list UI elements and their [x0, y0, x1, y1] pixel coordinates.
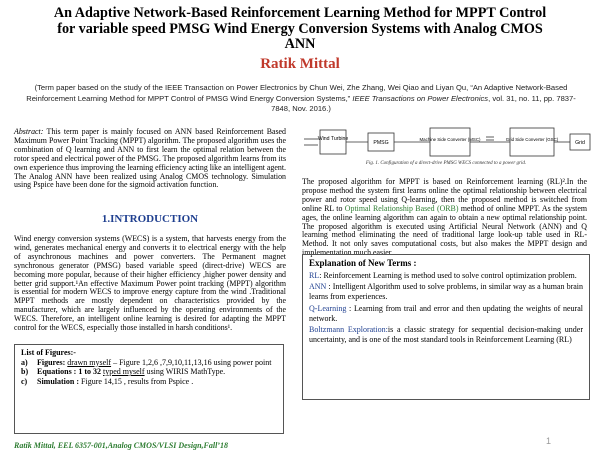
item-label: b): [21, 367, 29, 377]
label-gsc: Grid Side Converter (GSC): [506, 137, 559, 142]
figures-list-box: List of Figures:- a) Figures: drawn myse…: [14, 344, 284, 434]
reference-pre: (Term paper based on the study of the IE…: [26, 83, 568, 103]
term-entry: RL: Reinforcement Learning is method use…: [309, 271, 583, 281]
term-entry: Boltzmann Exploration:is a classic strat…: [309, 325, 583, 344]
page-number: 1: [546, 436, 552, 446]
author-name: Ratik Mittal: [260, 56, 340, 72]
label-msc: Machine Side Converter (MSC): [419, 137, 481, 142]
block-wind-turbine: [319, 129, 347, 155]
label-pmsg: PMSG: [373, 140, 388, 146]
item-bold: Figures:: [37, 357, 66, 367]
title-line: An Adaptive Network-Based Reinforcement …: [53, 5, 547, 21]
orb-term: Optimal Relationship Based (ORB): [344, 203, 459, 213]
figure-caption: Fig. 1. Configuration of a direct-drive …: [365, 161, 527, 166]
wecs-diagram: Wind Turbine PMSG Machine Side Converter…: [304, 127, 591, 157]
explanation-heading: Explanation of New Terms :: [309, 258, 417, 268]
figures-item: c) Simulation : Figure 14,15 , results f…: [21, 377, 277, 387]
item-bold: Equations : 1 to 32: [37, 367, 102, 377]
figures-item: b) Equations : 1 to 32 typed myself usin…: [21, 367, 277, 377]
block-grid: [569, 133, 591, 151]
item-rest: Figure 14,15 , results from Pspice .: [79, 376, 194, 386]
title-line: ANN: [284, 36, 316, 52]
item-label: c): [21, 376, 28, 386]
reference-post: , vol. 31, no. 11, pp. 7837-7848, Nov. 2…: [271, 93, 576, 114]
term-text: : Learning from trail and error and then…: [309, 303, 583, 323]
term-name: Boltzmann Exploration:: [309, 325, 388, 335]
term-name: RL: [309, 270, 320, 280]
label-grid: Grid: [575, 140, 585, 146]
term-text: : Intelligent Algorithm used to solve pr…: [309, 282, 583, 302]
right-paragraph: The proposed algorithm for MPPT is based…: [302, 177, 587, 258]
explanation-box: Explanation of New Terms : RL: Reinforce…: [302, 254, 590, 400]
item-rest: – Figure 1,2,6 ,7,9,10,11,13,16 using po…: [111, 357, 272, 367]
item-link: drawn myself: [67, 357, 112, 367]
figures-heading: List of Figures:-: [21, 348, 76, 357]
block-gsc: [509, 127, 555, 157]
label-wind: Wind Turbine: [318, 136, 349, 142]
paper-title: An Adaptive Network-Based Reinforcement …: [0, 5, 600, 53]
abstract-label: Abstract:: [14, 127, 44, 136]
term-entry: Q-Learning : Learning from trail and err…: [309, 304, 583, 323]
abstract-text: This term paper is mainly focused on ANN…: [14, 127, 287, 190]
item-bold: Simulation :: [37, 376, 80, 386]
item-rest: using WIRIS MathType.: [144, 367, 226, 377]
figures-item: a) Figures: drawn myself – Figure 1,2,6 …: [21, 358, 277, 368]
title-line: for variable speed PMSG Wind Energy Conv…: [57, 20, 543, 37]
abstract: Abstract: This term paper is mainly focu…: [14, 127, 287, 190]
reference-journal: IEEE Transactions on Power Electronics: [352, 93, 489, 103]
reference-note: (Term paper based on the study of the IE…: [18, 83, 584, 115]
term-text: is a classic strategy for sequential dec…: [309, 325, 583, 344]
term-entry: ANN : Intelligent Algorithm used to solv…: [309, 282, 583, 301]
term-text: : Reinforcement Learning is method used …: [319, 270, 577, 280]
footer-text: Ratik Mittal, EEL 6357-001,Analog CMOS/V…: [14, 441, 228, 450]
term-name: ANN: [309, 282, 327, 292]
right-para-1: The proposed algorithm for MPPT is based…: [302, 177, 587, 213]
right-para-2: method of online MPPT. As the system age…: [302, 203, 587, 258]
item-link: typed myself: [103, 367, 145, 377]
term-name: Q-Learning: [309, 303, 347, 313]
intro-text: Wind energy conversion systems (WECS) is…: [14, 234, 286, 333]
intro-heading: 1.INTRODUCTION: [101, 213, 199, 225]
block-msc: [429, 127, 471, 157]
item-label: a): [21, 357, 28, 367]
